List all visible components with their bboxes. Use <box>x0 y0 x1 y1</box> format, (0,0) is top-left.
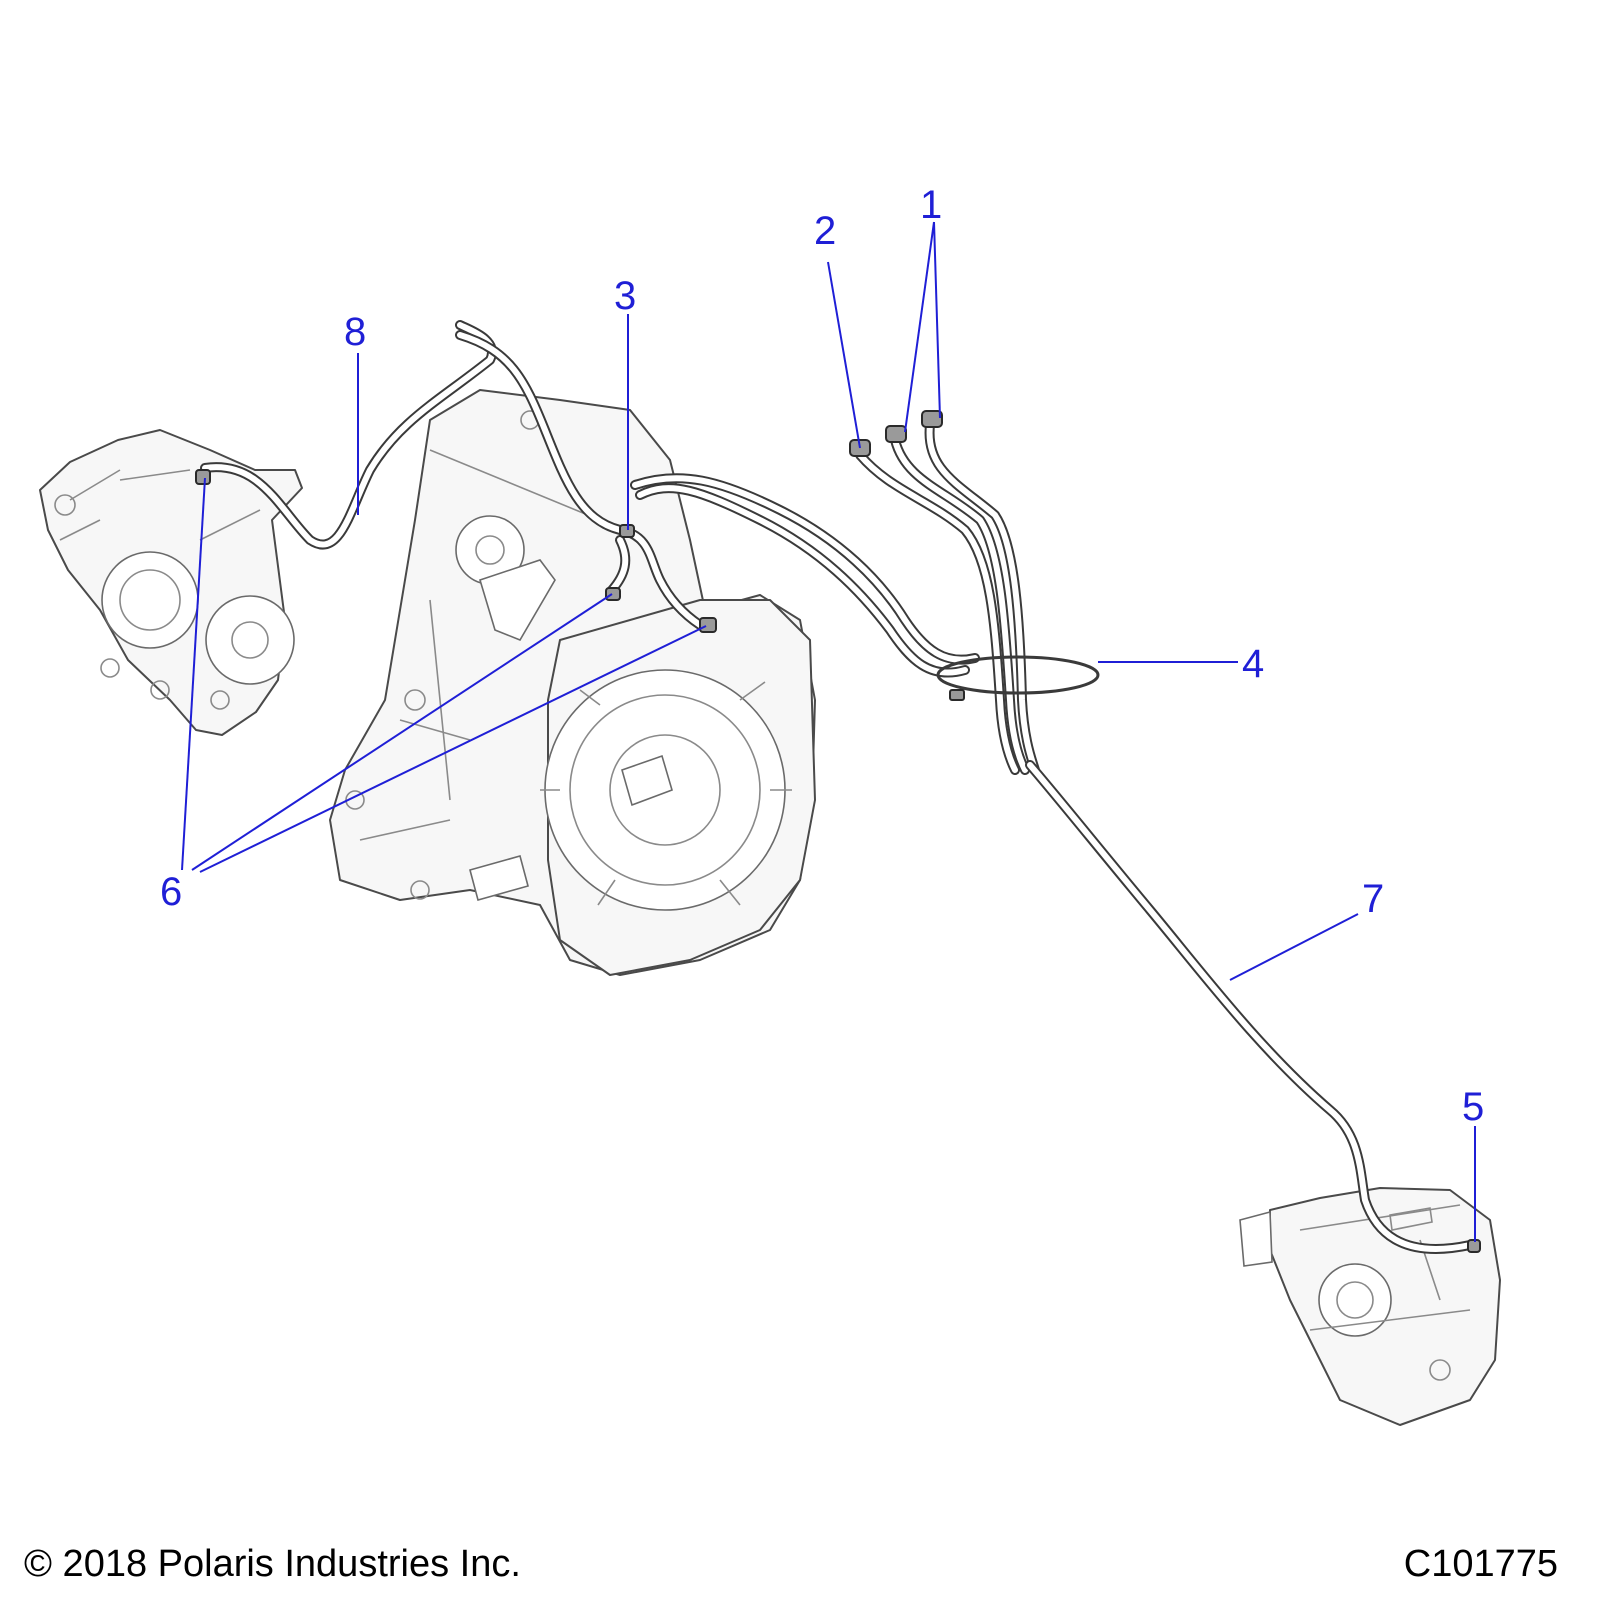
fitting-1b <box>921 410 943 428</box>
leader-1b <box>933 221 941 419</box>
callout-6: 6 <box>160 870 182 914</box>
leader-1a <box>904 221 935 433</box>
callout-2: 2 <box>814 209 836 253</box>
leader-7 <box>1229 913 1359 981</box>
callout-7: 7 <box>1362 877 1384 921</box>
figure-id: C101775 <box>1403 1543 1558 1585</box>
leader-6b <box>191 593 613 871</box>
transmission <box>329 389 816 976</box>
tie-strap-4 <box>936 655 1100 695</box>
callout-1: 1 <box>920 183 942 227</box>
clamp-6-rear <box>195 469 211 485</box>
callout-4: 4 <box>1242 642 1264 686</box>
copyright-text: © 2018 Polaris Industries Inc. <box>24 1543 521 1585</box>
leader-lines <box>181 221 1476 1242</box>
leader-6c <box>199 625 707 873</box>
fittings <box>195 410 1481 1253</box>
callout-numbers: 1 2 3 4 5 6 7 8 <box>160 183 1484 1129</box>
clamp-6-lower <box>699 617 717 633</box>
hose-7 <box>1025 760 1475 1254</box>
fitting-1a <box>885 425 907 443</box>
callout-5: 5 <box>1462 1085 1484 1129</box>
rear-gearcase <box>39 429 303 736</box>
callout-8: 8 <box>344 310 366 354</box>
front-gearcase <box>1239 1187 1501 1426</box>
leader-6a <box>181 477 206 871</box>
leader-2 <box>827 261 861 449</box>
clamp-6-upper <box>605 587 621 601</box>
callout-3: 3 <box>614 274 636 318</box>
vent-hoses <box>200 320 1475 1254</box>
